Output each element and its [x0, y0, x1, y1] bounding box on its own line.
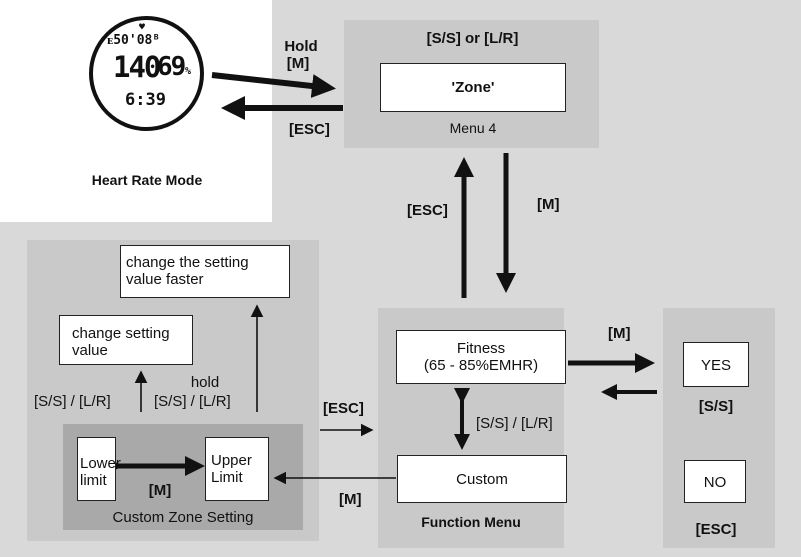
yes-text: YES	[683, 357, 749, 374]
custom-text: Custom	[397, 471, 567, 488]
upper-limit-text: Upper Limit	[211, 452, 252, 486]
m-right-label: [M]	[608, 325, 631, 342]
fitness-text: Fitness (65 - 85%EMHR)	[396, 340, 566, 374]
esc-confirm-label: [ESC]	[676, 521, 756, 538]
change-setting-text: change setting value	[72, 325, 170, 359]
ss-lr-left-label: [S/S] / [L/R]	[34, 393, 111, 410]
function-ss-lr-label: [S/S] / [L/R]	[476, 415, 553, 432]
esc-top-label: [ESC]	[289, 121, 330, 138]
esc-left-label: [ESC]	[323, 400, 364, 417]
ss-confirm-label: [S/S]	[676, 398, 756, 415]
faster-box-text: change the setting value faster	[126, 254, 249, 288]
hold-arrow	[212, 75, 330, 88]
function-menu-caption: Function Menu	[378, 514, 564, 531]
ss-lr-hold-label: [S/S] / [L/R]	[154, 393, 231, 410]
hold-m-label: [M]	[278, 55, 318, 72]
hold-label: Hold	[278, 38, 324, 55]
m-between-label: [M]	[140, 482, 180, 499]
no-text: NO	[684, 474, 746, 491]
custom-zone-caption: Custom Zone Setting	[63, 509, 303, 526]
esc-mid-label: [ESC]	[407, 202, 448, 219]
lower-limit-text: Lower limit	[80, 455, 121, 489]
hold-small-label: hold	[180, 374, 230, 391]
m-bottom-label: [M]	[339, 491, 362, 508]
m-mid-label: [M]	[537, 196, 560, 213]
